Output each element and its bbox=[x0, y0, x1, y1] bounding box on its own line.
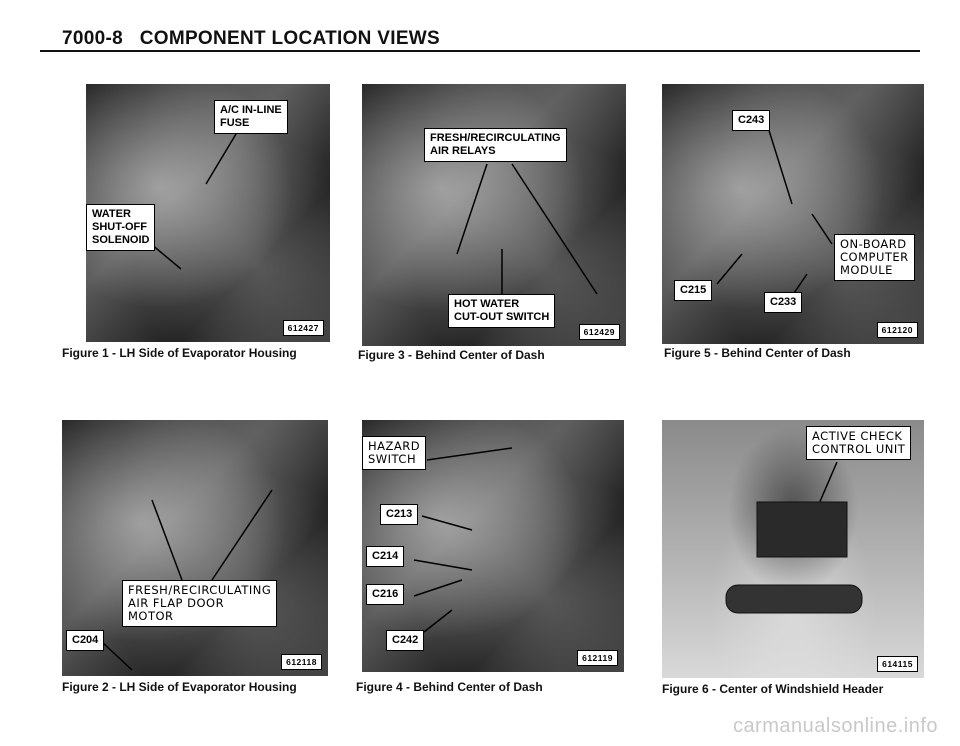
label-ac-inline-fuse: A/C IN-LINE FUSE bbox=[214, 100, 288, 134]
figure-4-photo: HAZARD SWITCH C213 C214 C216 C242 612119 bbox=[362, 420, 624, 672]
label-c204: C204 bbox=[66, 630, 105, 651]
figure-2-caption: Figure 2 - LH Side of Evaporator Housing bbox=[62, 680, 297, 694]
figure-number: 612119 bbox=[577, 650, 618, 666]
label-fresh-recirc-air-relays: FRESH/RECIRCULATING AIR RELAYS bbox=[424, 128, 567, 162]
figure-1-photo: A/C IN-LINE FUSE WATER SHUT-OFF SOLENOID… bbox=[86, 84, 330, 342]
figure-number: 612427 bbox=[282, 320, 324, 336]
label-c214: C214 bbox=[366, 546, 405, 567]
label-active-check-control-unit: ACTIVE CHECK CONTROL UNIT bbox=[806, 426, 912, 460]
label-onboard-computer-module: ON-BOARD COMPUTER MODULE bbox=[834, 234, 915, 281]
figure-number: 612429 bbox=[578, 324, 620, 340]
figure-4-caption: Figure 4 - Behind Center of Dash bbox=[356, 680, 543, 694]
figure-number: 612118 bbox=[281, 654, 322, 670]
label-hot-water-cutout-switch: HOT WATER CUT-OUT SWITCH bbox=[448, 294, 556, 328]
figure-3-photo: FRESH/RECIRCULATING AIR RELAYS HOT WATER… bbox=[362, 84, 626, 346]
figure-3-caption: Figure 3 - Behind Center of Dash bbox=[358, 348, 545, 362]
label-c215: C215 bbox=[674, 280, 713, 301]
figure-5-photo: C243 ON-BOARD COMPUTER MODULE C215 C233 … bbox=[662, 84, 924, 344]
figure-number: 612120 bbox=[876, 322, 918, 338]
watermark: carmanualsonline.info bbox=[732, 715, 938, 737]
label-c242: C242 bbox=[386, 630, 425, 651]
page-title: COMPONENT LOCATION VIEWS bbox=[139, 28, 441, 49]
figure-6-photo: ACTIVE CHECK CONTROL UNIT 614115 bbox=[662, 420, 924, 678]
label-c233: C233 bbox=[764, 292, 803, 313]
page-number: 7000-8 bbox=[62, 28, 123, 49]
label-hazard-switch: HAZARD SWITCH bbox=[362, 436, 427, 470]
figure-number: 614115 bbox=[877, 656, 918, 672]
figure-1-caption: Figure 1 - LH Side of Evaporator Housing bbox=[62, 346, 297, 360]
figure-5-caption: Figure 5 - Behind Center of Dash bbox=[664, 346, 851, 360]
label-c243: C243 bbox=[732, 110, 771, 131]
figure-6-caption: Figure 6 - Center of Windshield Header bbox=[662, 682, 884, 696]
label-c216: C216 bbox=[366, 584, 405, 605]
label-fresh-recirc-flap-motor: FRESH/RECIRCULATING AIR FLAP DOOR MOTOR bbox=[122, 580, 278, 627]
photo-background bbox=[62, 420, 328, 676]
label-water-shutoff-solenoid: WATER SHUT-OFF SOLENOID bbox=[86, 204, 156, 251]
label-c213: C213 bbox=[380, 504, 419, 525]
page-header: 7000-8 COMPONENT LOCATION VIEWS bbox=[62, 28, 440, 50]
header-rule bbox=[40, 50, 920, 52]
figure-2-photo: FRESH/RECIRCULATING AIR FLAP DOOR MOTOR … bbox=[62, 420, 328, 676]
